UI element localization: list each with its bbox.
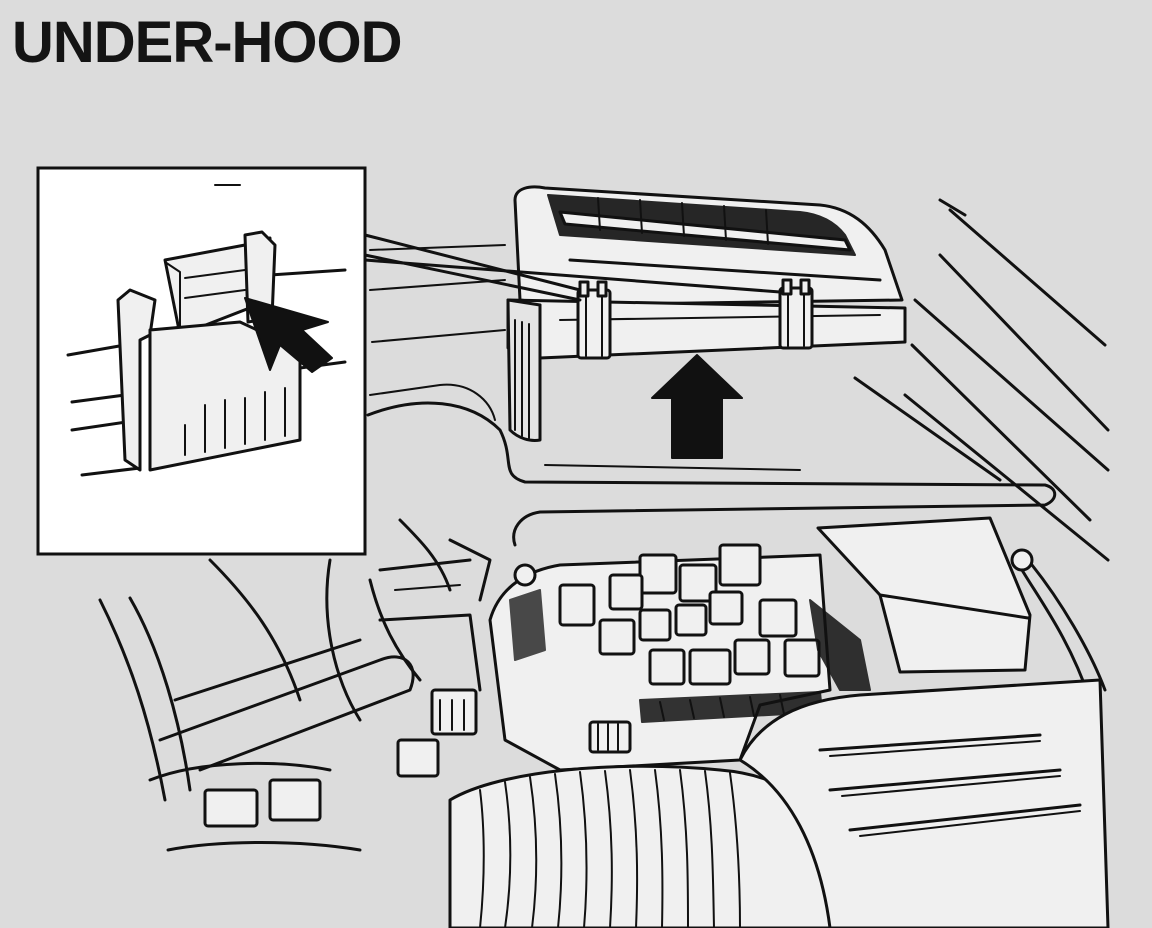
arrow-diagonal-icon xyxy=(244,297,333,373)
engine-components xyxy=(98,518,1110,928)
page-title: UNDER-HOOD xyxy=(12,10,403,75)
fuse-strips xyxy=(509,589,871,723)
fuse-box xyxy=(488,516,1107,772)
relay-blocks xyxy=(558,543,821,686)
engine-bay-lines xyxy=(853,198,1110,562)
fuse-box-cover xyxy=(506,185,907,442)
callout-leader-lines xyxy=(363,233,782,302)
arrow-up-icon xyxy=(651,354,743,459)
hood-edge-panel xyxy=(366,244,1057,547)
